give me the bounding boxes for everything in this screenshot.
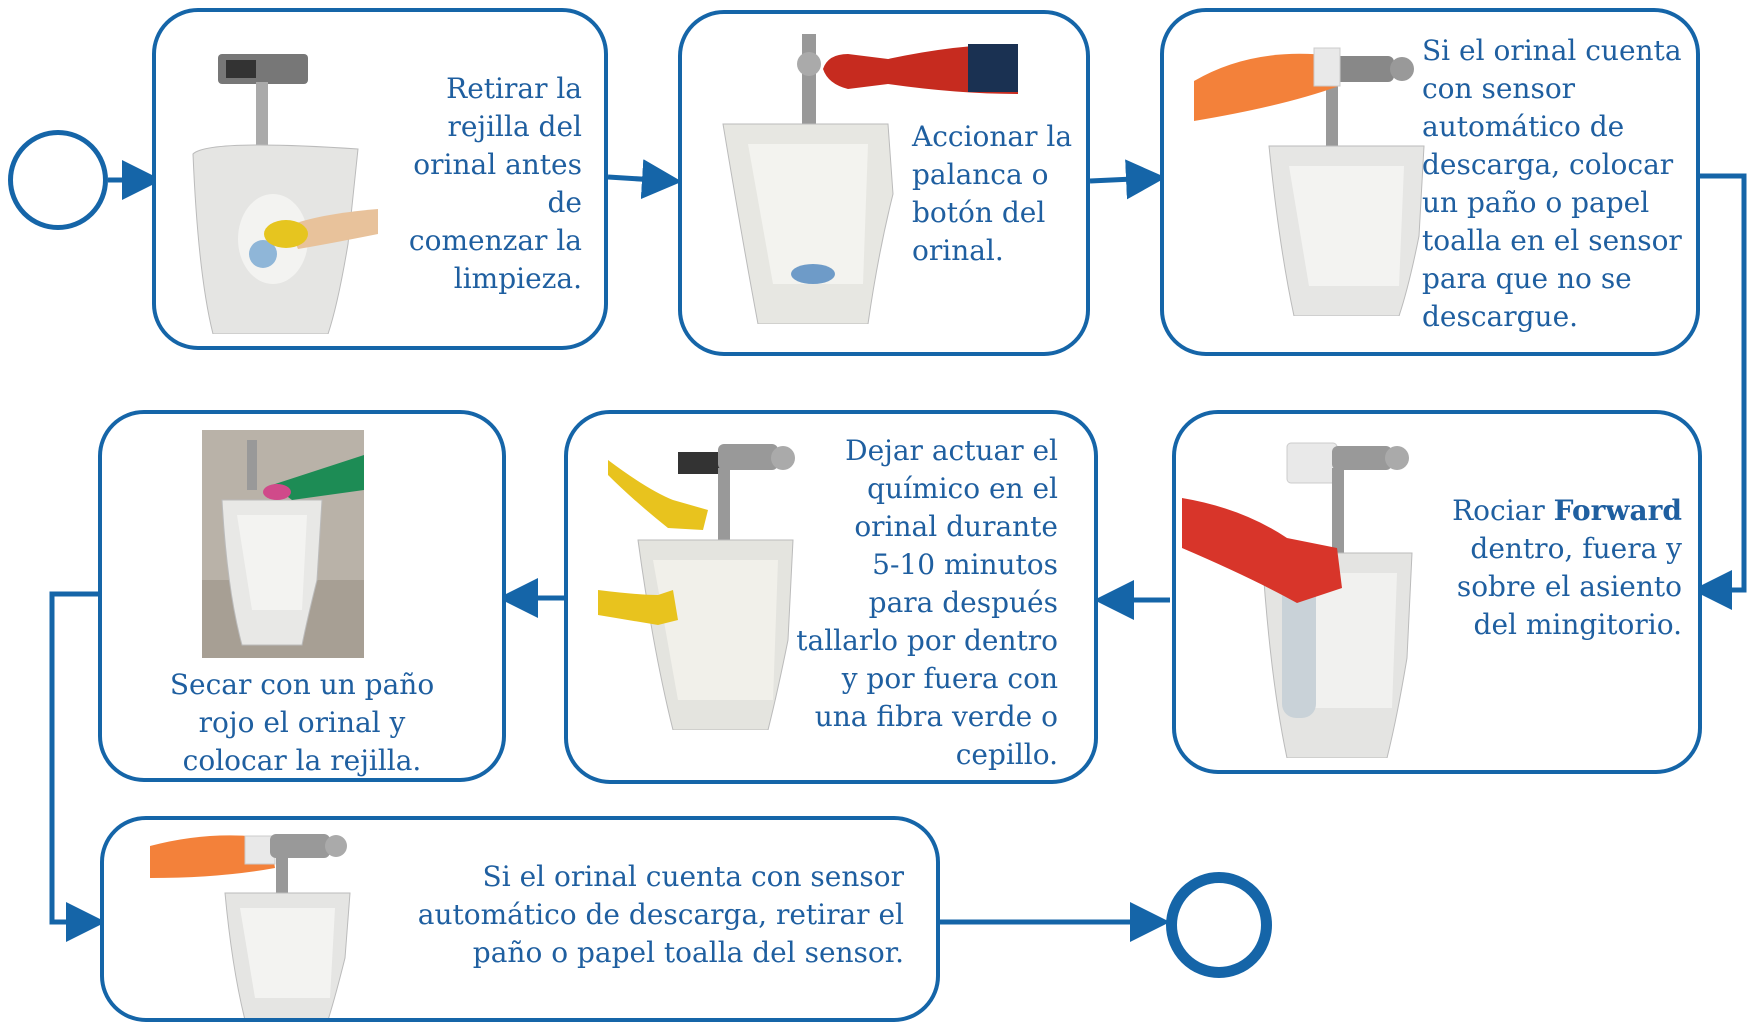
step-2-line-4: orinal. xyxy=(912,234,1004,267)
arrow-step6-to-step7 xyxy=(49,591,106,942)
step-5-line-7: y por fuera con xyxy=(841,662,1058,695)
step-5-line-5: para después xyxy=(868,586,1058,619)
step-5-line-3: orinal durante xyxy=(854,510,1058,543)
step-3-text: Si el orinal cuenta con sensor automátic… xyxy=(1422,32,1692,336)
step-4-line-2: dentro, fuera y xyxy=(1470,532,1682,565)
step-1-line-4: de xyxy=(547,186,583,219)
step-6-line-1: Secar con un paño xyxy=(169,668,435,701)
step-6-line-2: rojo el orinal y xyxy=(198,706,406,739)
step-1-text: Retirar la rejilla del orinal antes de c… xyxy=(352,70,582,298)
arrow-step2-to-step3 xyxy=(1089,159,1166,200)
step-3-line-4: descarga, colocar xyxy=(1422,148,1674,181)
urinal-green-glove-icon xyxy=(202,430,364,658)
step-4-box: Rociar Forward dentro, fuera y sobre el … xyxy=(1172,410,1702,774)
step-5-text: Dejar actuar el químico en el orinal dur… xyxy=(788,432,1058,774)
step-2-line-2: palanca o xyxy=(912,158,1049,191)
step-5-line-1: Dejar actuar el xyxy=(845,434,1058,467)
arrow-step3-to-step4 xyxy=(1692,173,1747,610)
step-7-box: Si el orinal cuenta con sensor automátic… xyxy=(100,816,940,1022)
step-5-line-4: 5-10 minutos xyxy=(872,548,1058,581)
urinal-yellow-glove-scrub-icon xyxy=(578,430,828,730)
arrow-step1-to-step2 xyxy=(607,159,682,200)
step-1-line-1: Retirar la xyxy=(446,72,582,105)
step-2-line-3: botón del xyxy=(912,196,1046,229)
step-5-box: Dejar actuar el químico en el orinal dur… xyxy=(564,410,1098,784)
step-3-line-6: toalla en el sensor xyxy=(1422,224,1682,257)
step-3-box: Si el orinal cuenta con sensor automátic… xyxy=(1160,8,1700,356)
start-circle xyxy=(8,130,108,230)
step-5-line-6: tallarlo por dentro xyxy=(796,624,1058,657)
step-3-line-5: un paño o papel xyxy=(1422,186,1650,219)
step-2-line-1: Accionar la xyxy=(912,120,1073,153)
step-3-line-1: Si el orinal cuenta xyxy=(1422,34,1682,67)
step-4-lead: Rociar xyxy=(1452,494,1554,527)
step-5-line-2: químico en el xyxy=(867,472,1058,505)
step-3-line-3: automático de xyxy=(1422,110,1625,143)
step-6-box: Secar con un paño rojo el orinal y coloc… xyxy=(98,410,506,782)
step-7-text: Si el orinal cuenta con sensor automátic… xyxy=(384,858,904,972)
step-4-line-3: sobre el asiento xyxy=(1456,570,1682,603)
step-4-product-name: Forward xyxy=(1553,494,1682,527)
step-3-line-8: descargue. xyxy=(1422,300,1579,333)
step-4-line-4: del mingitorio. xyxy=(1473,608,1682,641)
step-2-box: Accionar la palanca o botón del orinal. xyxy=(678,10,1090,356)
urinal-orange-glove-icon xyxy=(1194,36,1434,316)
step-7-line-1: Si el orinal cuenta con sensor xyxy=(482,860,904,893)
step-7-line-3: paño o papel toalla del sensor. xyxy=(472,936,904,969)
urinal-red-glove-spray-icon xyxy=(1182,428,1432,758)
urinal-orange-glove-remove-icon xyxy=(150,828,360,1018)
end-circle xyxy=(1166,872,1272,978)
step-3-line-2: con sensor xyxy=(1422,72,1576,105)
step-4-line-1: Rociar Forward xyxy=(1412,492,1682,530)
urinal-yellow-glove-icon xyxy=(178,34,378,334)
urinal-red-glove-icon xyxy=(718,24,1018,324)
step-1-line-2: rejilla del xyxy=(447,110,582,143)
step-3-line-7: para que no se xyxy=(1422,262,1632,295)
step-7-line-2: automático de descarga, retirar el xyxy=(417,898,904,931)
step-1-line-6: limpieza. xyxy=(453,262,582,295)
step-4-text: Rociar Forward dentro, fuera y sobre el … xyxy=(1412,492,1682,644)
step-1-box: Retirar la rejilla del orinal antes de c… xyxy=(152,8,608,350)
step-2-text: Accionar la palanca o botón del orinal. xyxy=(912,118,1082,270)
step-6-text: Secar con un paño rojo el orinal y coloc… xyxy=(122,666,482,778)
step-5-line-9: cepillo. xyxy=(955,738,1058,771)
step-6-line-3: colocar la rejilla. xyxy=(182,744,422,777)
step-5-line-8: una fibra verde o xyxy=(814,700,1058,733)
step-1-line-3: orinal antes xyxy=(413,148,582,181)
step-1-line-5: comenzar la xyxy=(408,224,582,257)
